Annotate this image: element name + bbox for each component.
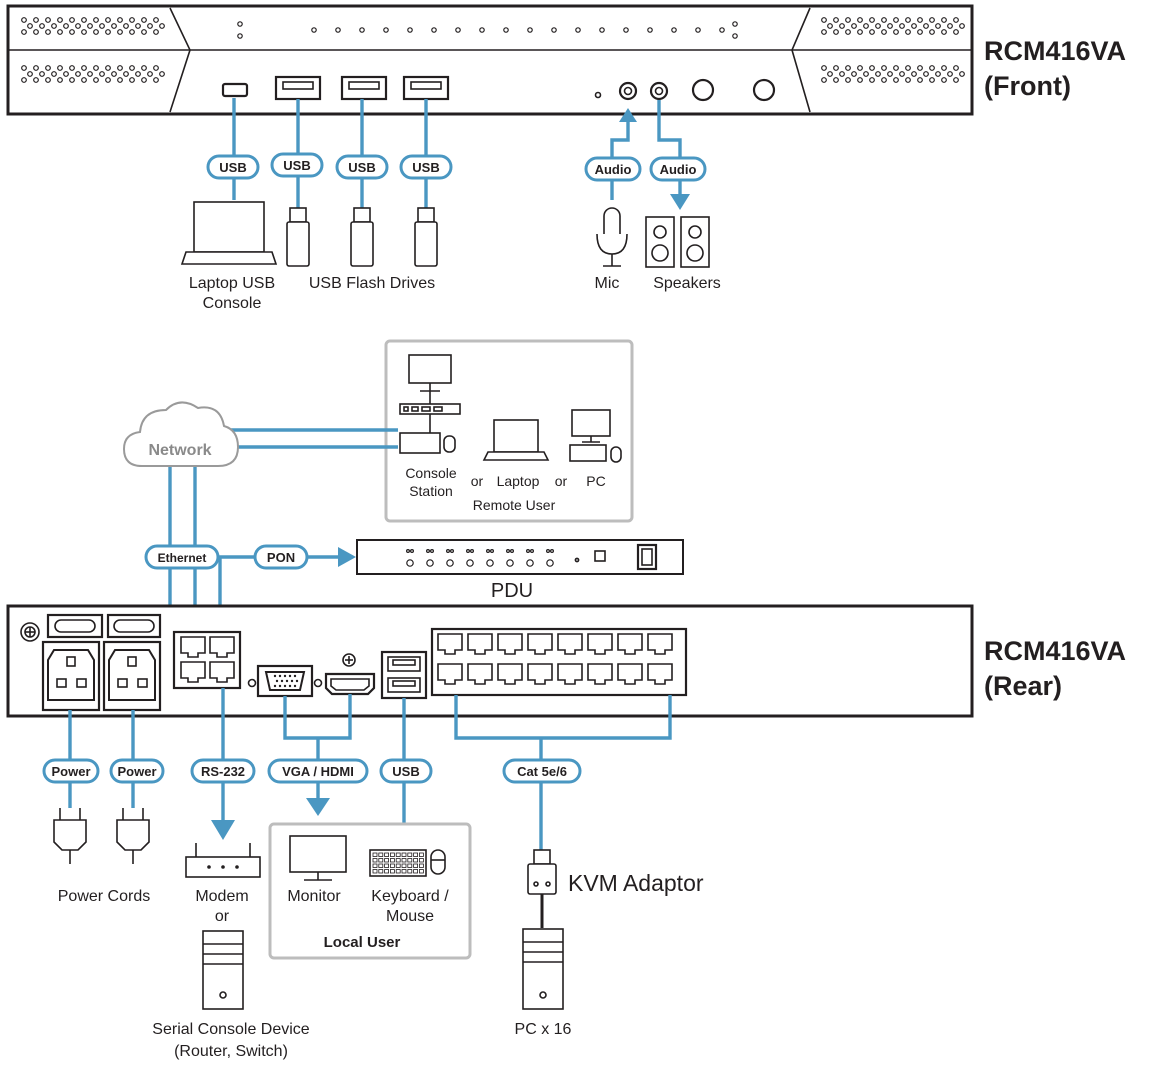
monitor-icon xyxy=(289,835,347,881)
svg-text:VGA / HDMI: VGA / HDMI xyxy=(282,764,354,779)
svg-text:RS-232: RS-232 xyxy=(201,764,245,779)
pc-label: PC xyxy=(586,473,605,489)
modem-label: Modem xyxy=(195,888,248,905)
laptop-usb-console-label: Laptop USB Console xyxy=(189,275,275,312)
keyboard-mouse-label: Keyboard / Mouse xyxy=(371,888,449,925)
rear-lan-ports xyxy=(172,630,242,690)
remote-laptop-icon xyxy=(482,419,550,461)
mic-label: Mic xyxy=(595,275,620,292)
audio-pill-speakers: Audio xyxy=(649,156,707,182)
hdmi-port xyxy=(324,653,376,696)
pon-pill: PON xyxy=(253,544,309,570)
svg-text:USB: USB xyxy=(412,160,439,175)
pc-tower-icon xyxy=(522,928,564,1010)
front-mic-jack xyxy=(618,81,638,101)
svg-text:USB: USB xyxy=(283,158,310,173)
network-cloud-icon xyxy=(122,401,240,467)
vga-port xyxy=(256,664,314,698)
laptop-icon xyxy=(180,201,278,265)
or-label: or xyxy=(215,908,230,925)
svg-text:Cat 5e/6: Cat 5e/6 xyxy=(517,764,567,779)
keyboard-mouse-icon xyxy=(369,849,446,877)
usb-pill-local: USB xyxy=(379,758,433,784)
svg-text:Keyboard /: Keyboard / xyxy=(371,888,449,905)
rear-panel xyxy=(6,604,974,718)
svg-text:(Front): (Front) xyxy=(984,71,1071,101)
front-speaker-jack xyxy=(649,81,669,101)
kvm-adaptor-icon xyxy=(527,849,557,928)
svg-text:RCM416VA: RCM416VA xyxy=(984,36,1126,66)
svg-text:Audio: Audio xyxy=(660,162,697,177)
svg-text:Console: Console xyxy=(405,465,457,481)
power-inlet-2 xyxy=(102,640,162,712)
network-label: Network xyxy=(148,442,211,459)
svg-text:Laptop USB: Laptop USB xyxy=(189,275,275,292)
svg-text:Power: Power xyxy=(51,764,90,779)
svg-text:Mouse: Mouse xyxy=(386,908,434,925)
or-label: or xyxy=(555,473,568,489)
console-station-label: Console Station xyxy=(405,465,457,499)
front-panel xyxy=(6,4,974,116)
serial-console-device-icon xyxy=(202,930,244,1010)
monitor-label: Monitor xyxy=(287,888,341,905)
power-cords-label: Power Cords xyxy=(58,888,150,905)
svg-text:(Rear): (Rear) xyxy=(984,671,1062,701)
vga-hdmi-pill: VGA / HDMI xyxy=(267,758,369,784)
svg-text:USB: USB xyxy=(348,160,375,175)
power-plug-icon xyxy=(116,808,150,864)
usb-pill-laptop: USB xyxy=(206,154,260,180)
power-pill-2: Power xyxy=(109,758,165,784)
svg-text:Ethernet: Ethernet xyxy=(158,551,207,565)
usb-flash-drive-icon xyxy=(350,207,374,267)
speakers-label: Speakers xyxy=(653,275,721,292)
usb-flash-drive-icon xyxy=(414,207,438,267)
svg-text:Audio: Audio xyxy=(595,162,632,177)
usb-pill-flash-1: USB xyxy=(270,152,324,178)
svg-text:(Router, Switch): (Router, Switch) xyxy=(174,1043,288,1060)
cat-pill: Cat 5e/6 xyxy=(502,758,582,784)
rs232-pill: RS-232 xyxy=(190,758,256,784)
usb-pill-flash-3: USB xyxy=(399,154,453,180)
laptop-label: Laptop xyxy=(497,473,540,489)
svg-text:RCM416VA: RCM416VA xyxy=(984,636,1126,666)
front-title: RCM416VA (Front) xyxy=(984,36,1126,101)
svg-text:PON: PON xyxy=(267,550,295,565)
pc-x16-label: PC x 16 xyxy=(515,1021,572,1038)
power-pill-1: Power xyxy=(42,758,100,784)
usb-pill-flash-2: USB xyxy=(335,154,389,180)
svg-text:Station: Station xyxy=(409,483,453,499)
svg-text:Console: Console xyxy=(203,295,262,312)
usb-flash-drive-icon xyxy=(286,207,310,267)
serial-console-device-label: Serial Console Device (Router, Switch) xyxy=(152,1021,310,1060)
front-mini-usb-port xyxy=(221,82,249,98)
kvm-adaptor-label: KVM Adaptor xyxy=(568,870,704,896)
usb-flash-drives-label: USB Flash Drives xyxy=(309,275,435,292)
remote-pc-icon xyxy=(569,409,622,463)
ethernet-pill: Ethernet xyxy=(144,544,220,570)
power-inlet-1 xyxy=(41,640,101,712)
console-station-icon xyxy=(399,354,461,454)
svg-text:USB: USB xyxy=(219,160,246,175)
audio-pill-mic: Audio xyxy=(584,156,642,182)
rear-title: RCM416VA (Rear) xyxy=(984,636,1126,701)
power-plug-icon xyxy=(53,808,87,864)
svg-text:Serial Console Device: Serial Console Device xyxy=(152,1021,310,1038)
speakers-icon xyxy=(645,216,710,268)
svg-text:Power: Power xyxy=(117,764,156,779)
pdu-label: PDU xyxy=(491,580,533,602)
modem-icon xyxy=(185,843,261,878)
svg-text:USB: USB xyxy=(392,764,419,779)
pdu-device xyxy=(356,539,684,575)
local-user-label: Local User xyxy=(324,934,401,951)
or-label: or xyxy=(471,473,484,489)
mic-icon xyxy=(596,207,628,267)
remote-user-label: Remote User xyxy=(473,497,556,513)
